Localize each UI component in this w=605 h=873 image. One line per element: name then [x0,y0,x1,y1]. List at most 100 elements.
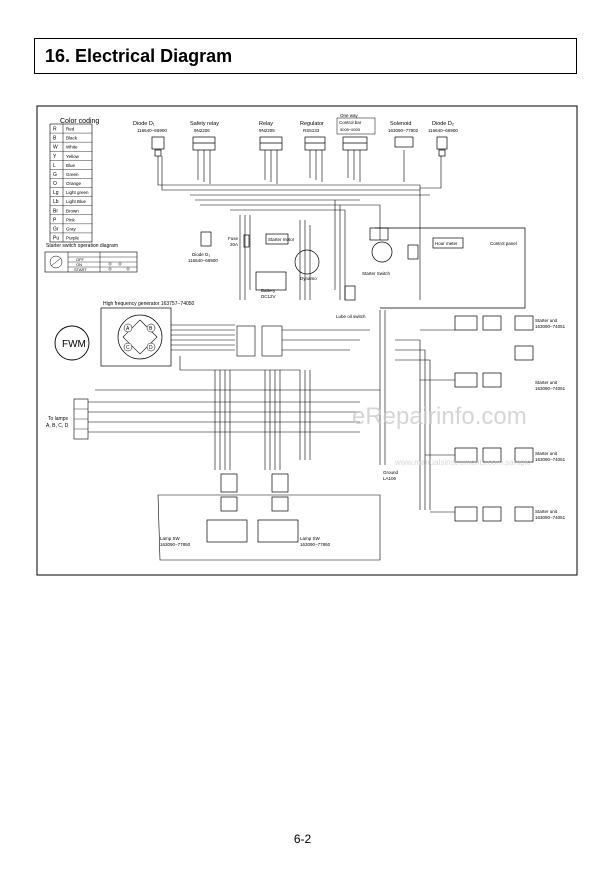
color-code-5: G [53,172,57,178]
one-way-label: One way [340,113,359,118]
switch-row-on: ON [76,262,82,267]
solenoid-label: Solenoid [390,121,411,127]
color-name-0: Red [66,127,75,132]
hour-meter-label: Hour meter [435,241,458,246]
middle-components [200,227,526,309]
color-code-4: L [53,163,56,169]
starter-unit-label-2: Starter unit [535,380,558,385]
safety-relay-part: 9N2206 [194,128,210,133]
color-code-6: O [53,181,57,187]
to-lamps: To lamps A, B, C, D [46,398,89,440]
to-lamps-sub: A, B, C, D [46,423,69,429]
regulator-part: RS5133 [303,128,320,133]
diode3-part: 116640−66900 [188,258,218,263]
watermark-main: eRepairinfo.com [352,403,527,430]
starter-unit-part-2: 163090−74051 [535,386,566,391]
color-code-2: W [53,145,58,151]
svg-text:B: B [149,326,153,332]
color-code-10: P [53,217,57,223]
color-name-3: Yellow [66,154,80,159]
switch-row-start: START [74,267,87,272]
fuse-label: Fuse [228,236,239,241]
top-component-symbols [151,136,448,157]
fuse-value: 20A [230,242,238,247]
color-name-1: Black [66,136,78,141]
color-name-10: Pink [66,217,76,222]
lamp-sw-part-1: 163090−77850 [160,542,191,547]
top-wiring [157,150,442,300]
diode3-label: Diode D₃ [192,252,210,257]
safety-relay-label: Safety relay [190,121,219,127]
switch-row-off: OFF [76,257,85,262]
starter-unit-label-4: Starter unit [535,509,558,514]
color-code-9: Br [53,208,58,214]
starter-unit-label-1: Starter unit [535,318,558,323]
color-name-9: Brown [66,208,79,213]
color-code-7: Lg [53,190,59,196]
solenoid-part: 163090−77902 [388,128,419,133]
color-code-0: R [53,127,57,133]
color-name-11: Gray [66,226,77,231]
control-panel-label: Control panel [490,241,517,246]
regulator-label: Regulator [300,121,324,127]
ground-label: Ground [383,470,399,475]
page-title: 16. Electrical Diagram [45,46,233,66]
color-code-12: Pu [53,236,59,242]
relay-part: 9N2205 [259,128,275,133]
main-harness [88,310,455,561]
color-name-4: Blue [66,163,76,168]
svg-text:D: D [149,345,153,351]
lamp-sw-label-2: Lamp SW [300,536,321,541]
generator-label: High frequency generator 163757−74050 [103,301,195,307]
starter-switch-label: Starter Switch [362,271,391,276]
watermark-sub: www.manualsinstruments.com.sample [394,458,532,467]
starter-unit-part-1: 163090−74051 [535,324,566,329]
lamp-switch-labels: Lamp SW 163090−77850 Lamp SW 163090−7785… [160,470,399,547]
diagram-frame [36,105,578,576]
diode2-part: 116640−66900 [428,128,458,133]
control-bar-part: 5009−5005 [340,127,361,132]
generator-wiring [171,324,370,371]
color-name-5: Green [66,172,79,177]
starter-unit-part-4: 163090−74051 [535,515,566,520]
lamp-sw-part-2: 163090−77850 [300,542,331,547]
diode2-label: Diode D₂ [432,121,454,127]
starter-unit-label-3: Starter unit [535,451,558,456]
lamp-switches [206,473,299,543]
fwm-label: FWM [62,339,86,350]
color-code-11: Gr [53,226,59,232]
color-coding-title: Color coding [60,118,99,125]
top-components: Diode D₁ 116640−66900 Safety relay 9N220… [133,113,458,135]
page-number: 6-2 [293,832,312,846]
battery-label: Battery [261,288,276,293]
to-lamps-label: To lamps [48,416,69,422]
ground-part: LA106 [383,476,397,481]
starter-switch-title: Starter switch operation diagram [46,243,118,249]
high-frequency-generator: High frequency generator 163757−74050 FW… [54,301,195,367]
control-bar-label: Control bar [339,120,362,125]
color-name-7: Light green [66,190,89,195]
section-header: 16. Electrical Diagram [34,38,577,74]
color-code-3: Y [53,154,57,160]
diode1-label: Diode D₁ [133,121,155,127]
middle-labels: Fuse 20A Diode D₃ 116640−66900 Starter m… [188,236,517,319]
starter-motor-label: Starter motor [268,237,295,242]
color-name-12: Purple [66,236,80,241]
svg-text:C: C [126,345,130,351]
color-name-8: Light Blue [66,199,87,204]
lamp-sw-label-1: Lamp SW [160,536,181,541]
svg-text:A: A [126,326,130,332]
lube-oil-label: Lube oil switch [336,314,366,319]
color-code-1: B [53,136,57,142]
diode1-part: 116640−66900 [137,128,167,133]
dynamo-label: Dynamo [300,276,317,281]
battery-value: DC12V [261,294,276,299]
starter-unit-labels: Starter unit 163090−74051 Starter unit 1… [535,318,566,520]
color-code-8: Lb [53,199,59,205]
relay-label: Relay [259,121,273,127]
starter-unit-part-3: 163090−74051 [535,457,566,462]
color-name-6: Orange [66,181,82,186]
color-name-2: White [66,145,78,150]
